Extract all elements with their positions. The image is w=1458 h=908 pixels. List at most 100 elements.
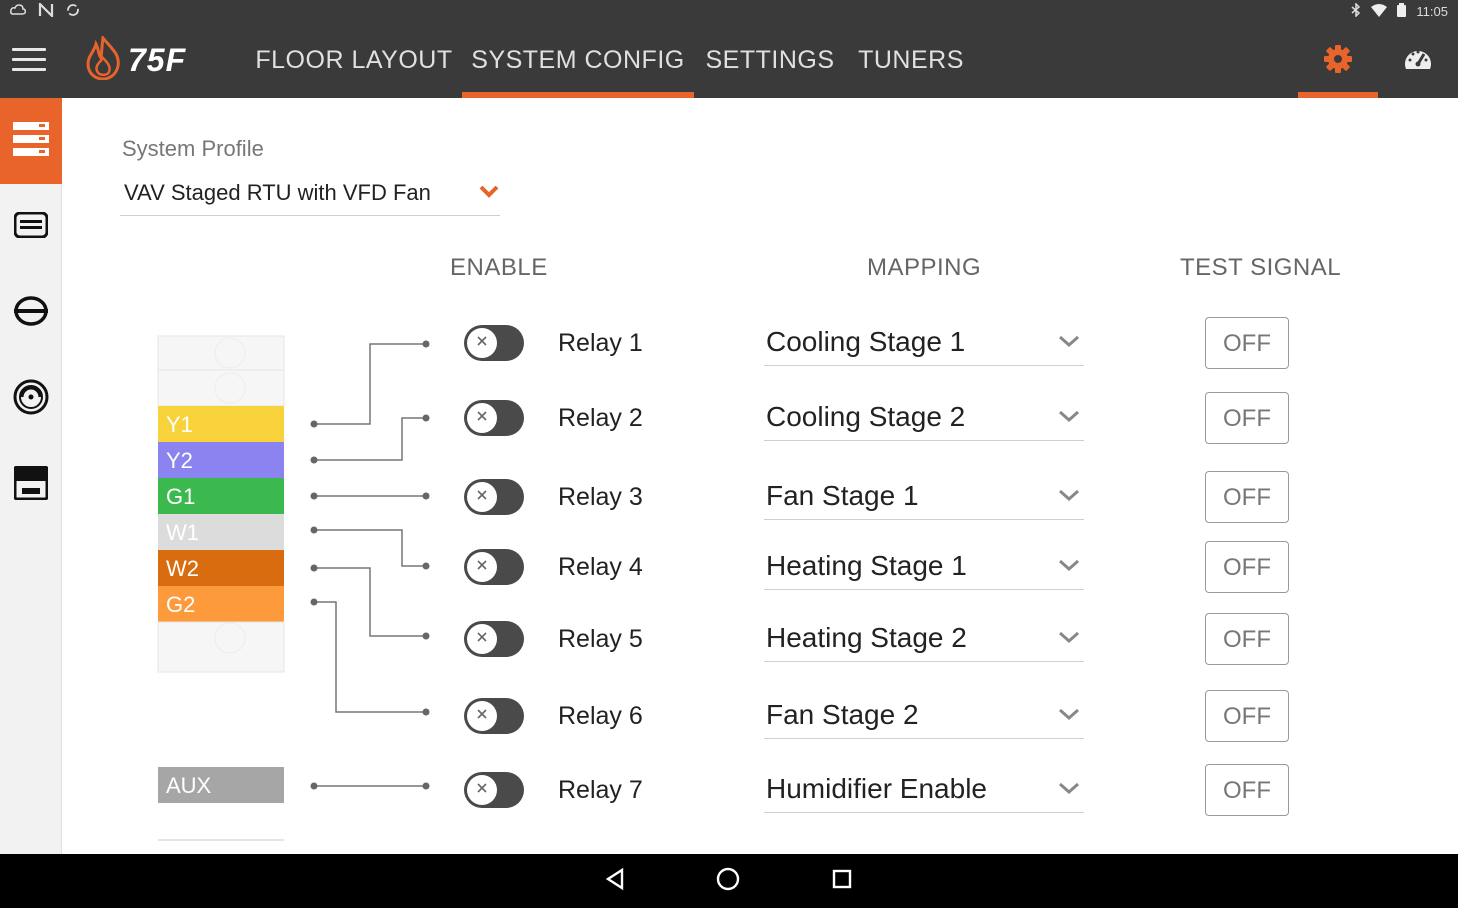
relay-5-test-signal-button[interactable]: OFF [1205,613,1289,665]
settings-gear-button[interactable] [1298,24,1378,98]
wire-label-g2: G2 [166,592,196,617]
cloud-icon [10,4,26,19]
back-triangle-icon [604,867,626,896]
gear-icon [1323,44,1353,79]
relay-6-test-signal-button[interactable]: OFF [1205,690,1289,742]
wiring-diagram [157,335,430,841]
relay-4-mapping-dropdown[interactable]: Heating Stage 1 [764,544,1084,590]
wire-label-y2: Y2 [166,448,193,473]
wire-block-w2 [158,550,284,586]
relay-2-enable-toggle[interactable] [464,400,524,436]
relay-1-enable-toggle[interactable] [464,325,524,361]
relay-4-enable-toggle[interactable] [464,549,524,585]
nfc-icon [38,1,54,20]
relay-4-label: Relay 4 [558,553,643,581]
recents-square-icon [831,868,853,895]
terminal-block [157,335,285,841]
speedometer-icon [1403,46,1433,77]
x-icon [475,707,489,726]
x-icon [475,558,489,577]
relay-1-test-signal-button[interactable]: OFF [1205,317,1289,369]
system-profile-value: VAV Staged RTU with VFD Fan [124,180,431,205]
relay-6-label: Relay 6 [558,702,643,730]
tab-system-config[interactable]: SYSTEM CONFIG [462,24,694,98]
wire-block-g2 [158,586,284,622]
back-button[interactable] [600,867,630,896]
tab-tuners[interactable]: TUNERS [858,46,964,74]
test-signal-column-header: TEST SIGNAL [1180,254,1342,281]
relay-6-mapping-value: Fan Stage 2 [766,699,919,730]
relay-7-test-signal-button[interactable]: OFF [1205,764,1289,816]
wire-label-aux: AUX [166,773,212,798]
wire-y1-relay1 [314,343,426,425]
relay-7-mapping-value: Humidifier Enable [766,773,987,804]
relay-3-enable-toggle[interactable] [464,479,524,515]
relay-6-mapping-dropdown[interactable]: Fan Stage 2 [764,693,1084,739]
relay-3-label: Relay 3 [558,483,643,511]
relay-1-mapping-dropdown[interactable]: Cooling Stage 1 [764,320,1084,366]
sync-icon [66,3,80,20]
enable-column-header: ENABLE [450,254,548,281]
relay-2-mapping-dropdown[interactable]: Cooling Stage 2 [764,395,1084,441]
module-icon [13,211,49,243]
sidebar-item-thermostat[interactable] [0,356,62,442]
relay-6-enable-toggle[interactable] [464,698,524,734]
chevron-down-icon [1058,630,1080,649]
sidebar-item-modules[interactable] [0,184,62,270]
chevron-down-icon [1058,488,1080,507]
relay-4-test-signal-button[interactable]: OFF [1205,541,1289,593]
relay-3-test-signal-button[interactable]: OFF [1205,471,1289,523]
system-config-panel: System Profile VAV Staged RTU with VFD F… [62,98,1458,854]
menu-icon[interactable] [12,48,46,72]
x-icon [475,781,489,800]
wire-label-w2: W2 [166,556,199,581]
app-bar: 75F FLOOR LAYOUT SYSTEM CONFIG SETTINGS … [0,24,1458,98]
wire-block-aux [158,767,284,803]
tab-floor-layout[interactable]: FLOOR LAYOUT [255,46,453,74]
relay-5-mapping-dropdown[interactable]: Heating Stage 2 [764,616,1084,662]
relay-3-mapping-value: Fan Stage 1 [766,480,919,511]
stacked-list-icon [13,121,49,161]
wifi-icon [1371,3,1388,20]
relay-7-mapping-dropdown[interactable]: Humidifier Enable [764,767,1084,813]
relay-5-label: Relay 5 [558,625,643,653]
relay-2-mapping-value: Cooling Stage 2 [766,401,966,432]
tab-settings[interactable]: SETTINGS [705,46,835,74]
chevron-down-icon [1058,558,1080,577]
relay-2-test-signal-button[interactable]: OFF [1205,392,1289,444]
dashboard-button[interactable] [1378,24,1458,98]
wire-label-w1: W1 [166,520,199,545]
wire-block-y1 [158,406,284,442]
recents-button[interactable] [827,868,857,894]
home-button[interactable] [713,866,743,897]
system-profile-label: System Profile [122,136,264,161]
wire-y2-relay2 [314,417,426,461]
wire-w1-relay4 [314,529,426,567]
chevron-down-icon [1058,409,1080,428]
chevron-down-icon [1058,707,1080,726]
wire-label-y1: Y1 [166,412,193,437]
system-profile-dropdown[interactable]: VAV Staged RTU with VFD Fan [120,174,500,216]
wire-block-y2 [158,442,284,478]
relay-3-mapping-dropdown[interactable]: Fan Stage 1 [764,474,1084,520]
relay-1-mapping-value: Cooling Stage 1 [766,326,966,357]
relay-7-enable-toggle[interactable] [464,772,524,808]
relay-7-label: Relay 7 [558,776,643,804]
relay-2-label: Relay 2 [558,404,643,432]
relay-5-mapping-value: Heating Stage 2 [766,622,967,653]
wire-block-g1 [158,478,284,514]
relay-5-enable-toggle[interactable] [464,621,524,657]
logo-text: 75F [128,41,187,78]
mapping-column-header: MAPPING [867,254,982,281]
battery-icon [1397,3,1407,20]
wire-endpoints [310,340,430,790]
x-icon [475,409,489,428]
status-bar: 11:05 [0,0,1458,24]
home-circle-icon [715,866,741,897]
flame-logo-icon [84,33,122,85]
sidebar-item-sensor[interactable] [0,270,62,356]
chevron-down-icon [1058,334,1080,353]
wire-block-w1 [158,514,284,550]
sidebar-item-system-profile[interactable] [0,98,62,184]
sidebar-item-rtu[interactable] [0,442,62,528]
